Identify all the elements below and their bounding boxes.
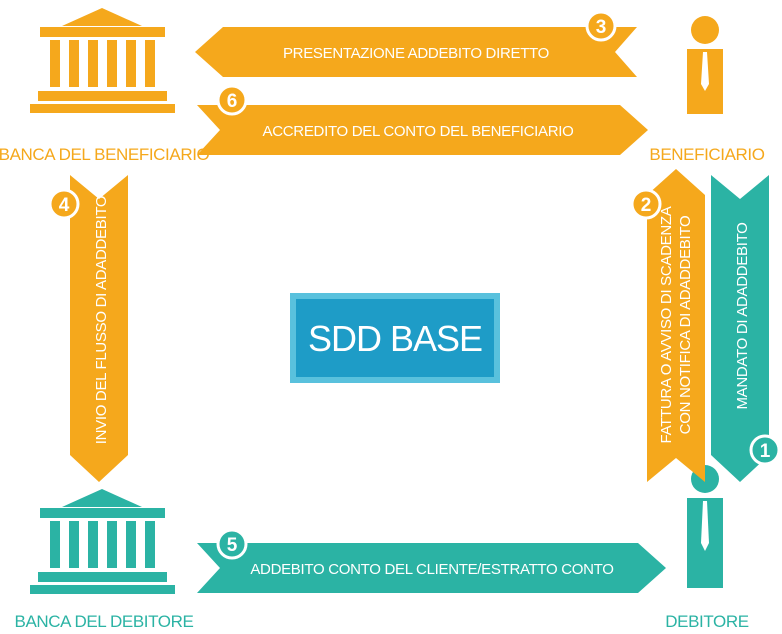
debtor-bank: BANCA DEL DEBITORE — [15, 489, 194, 631]
bank-icon — [30, 489, 175, 594]
step-6-arrow: ACCREDITO DEL CONTO DEL BENEFICIARIO 6 — [197, 84, 648, 155]
svg-text:4: 4 — [59, 195, 70, 216]
step-5-badge: 5 — [216, 528, 248, 560]
step-6-badge: 6 — [216, 84, 248, 116]
bank-icon — [30, 8, 175, 113]
debtor-label: DEBITORE — [665, 612, 748, 631]
step-1-arrow: MANDATO DI ADADDEBITO 1 — [711, 175, 781, 482]
center-box: SDD BASE — [290, 293, 500, 383]
person-tie-icon — [687, 16, 723, 114]
step-2-label-line2: CON NOTIFICA DI ADADDEBITO — [677, 216, 694, 435]
step-4-label: INVIO DEL FLUSSO DI ADADDEBITO — [93, 196, 110, 445]
center-title: SDD BASE — [308, 318, 482, 359]
step-6-label: ACCREDITO DEL CONTO DEL BENEFICIARIO — [263, 123, 574, 140]
step-3-arrow: PRESENTAZIONE ADDEBITO DIRETTO 3 — [195, 10, 637, 77]
step-5-arrow: ADDEBITO CONTO DEL CLIENTE/ESTRATTO CONT… — [197, 528, 666, 593]
creditor-label: BENEFICIARIO — [649, 145, 764, 164]
svg-text:2: 2 — [641, 195, 652, 216]
person-tie-icon — [687, 465, 723, 588]
svg-text:5: 5 — [227, 535, 238, 556]
step-1-label: MANDATO DI ADADDEBITO — [734, 222, 751, 409]
step-1-badge: 1 — [749, 434, 781, 466]
step-5-label: ADDEBITO CONTO DEL CLIENTE/ESTRATTO CONT… — [250, 561, 613, 578]
svg-text:6: 6 — [227, 91, 238, 112]
step-2-label-line1: FATTURA O AVVISO DI SCADENZA — [658, 206, 675, 443]
step-4-badge: 4 — [48, 188, 80, 220]
svg-text:1: 1 — [760, 441, 771, 462]
creditor: BENEFICIARIO — [649, 16, 765, 164]
step-2-badge: 2 — [630, 188, 662, 220]
creditor-bank: BANCA DEL BENEFICIARIO — [0, 8, 210, 164]
step-3-label: PRESENTAZIONE ADDEBITO DIRETTO — [283, 45, 549, 62]
step-4-arrow: INVIO DEL FLUSSO DI ADADDEBITO 4 — [48, 175, 128, 482]
debtor: DEBITORE — [665, 465, 749, 631]
step-2-arrow: FATTURA O AVVISO DI SCADENZA CON NOTIFIC… — [630, 169, 705, 482]
svg-text:3: 3 — [596, 17, 607, 38]
step-3-badge: 3 — [585, 10, 617, 42]
debtor-bank-label: BANCA DEL DEBITORE — [15, 612, 194, 631]
creditor-bank-label: BANCA DEL BENEFICIARIO — [0, 145, 210, 164]
